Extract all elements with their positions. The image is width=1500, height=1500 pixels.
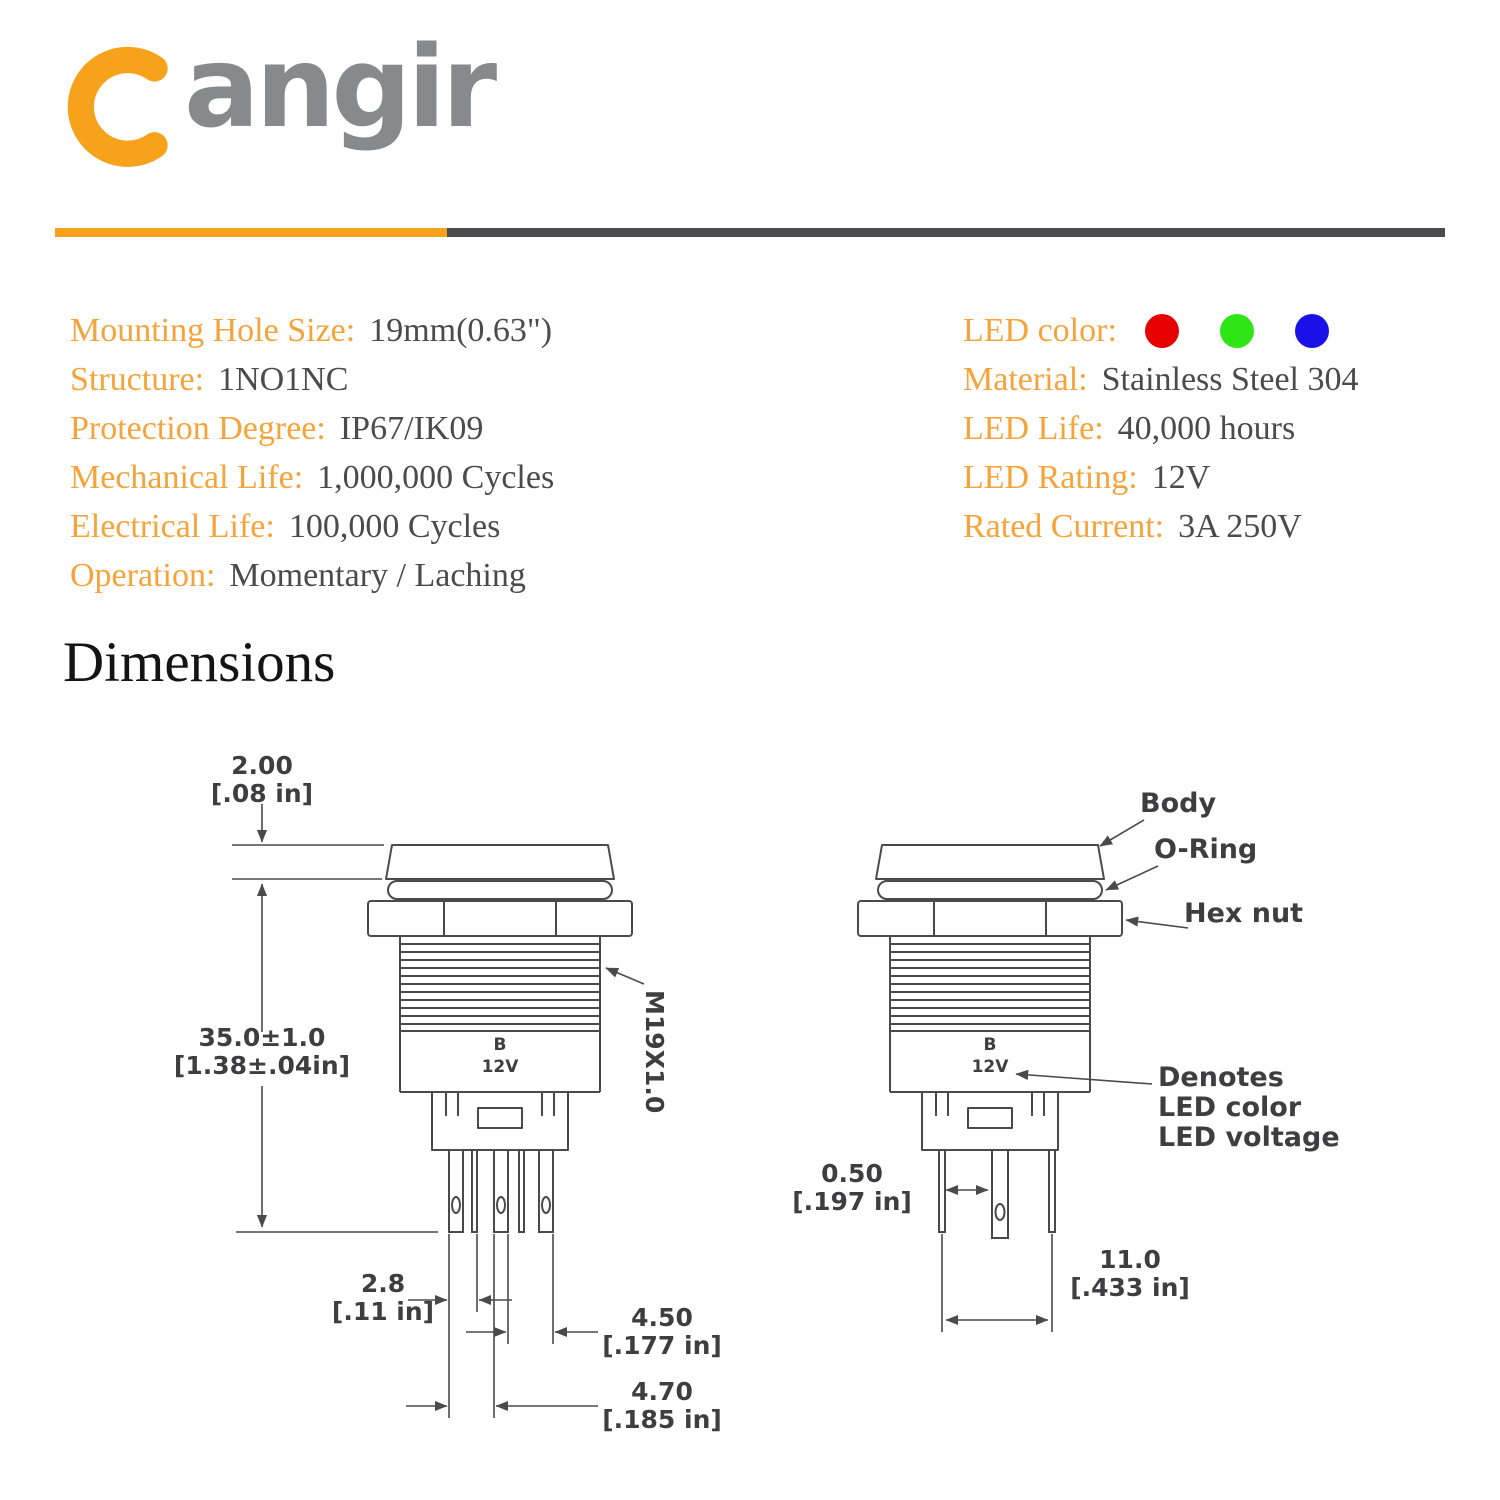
switch-drawing-left: 2.00 [.08 in] 35.0±1.0 [1.38±.04in] M19X…	[174, 751, 722, 1434]
callout-body-label: Body	[1140, 788, 1216, 819]
spec-value: 40,000 hours	[1117, 409, 1296, 447]
divider-bar	[55, 228, 1445, 237]
dim-body-height-inches: [1.38±.04in]	[174, 1051, 350, 1080]
dim-pin-spacing2-value: 4.70	[631, 1377, 693, 1406]
spec-label: Material:	[963, 360, 1088, 398]
callout-denotes-line3: LED voltage	[1158, 1122, 1340, 1153]
spec-value: IP67/IK09	[339, 409, 484, 447]
led-green-dot	[1219, 313, 1254, 348]
spec-row-led-rating: LED Rating: 12V	[963, 453, 1359, 502]
divider-gray-segment	[447, 228, 1445, 237]
spec-label: LED Life:	[963, 409, 1104, 447]
spec-value: Stainless Steel 304	[1101, 360, 1359, 398]
callout-leaders-right	[941, 819, 1189, 1332]
switch-right-pins	[938, 1149, 1056, 1239]
spec-label: Rated Current:	[963, 507, 1165, 545]
led-color-swatches	[1144, 313, 1329, 348]
dim-pin-offset-value: 0.50	[821, 1159, 883, 1188]
divider-orange-segment	[55, 228, 447, 237]
spec-column-left: Mounting Hole Size: 19mm(0.63") Structur…	[70, 306, 554, 600]
dim-pin-spacing1-value: 4.50	[631, 1303, 693, 1332]
switch-left-pins	[448, 1149, 554, 1233]
logo-crescent-icon	[67, 46, 168, 167]
spec-row-protection-degree: Protection Degree: IP67/IK09	[70, 404, 554, 453]
spec-value: 3A 250V	[1178, 507, 1302, 545]
logo-text: angir	[184, 23, 497, 153]
led-marking-voltage-right: 12V	[972, 1057, 1010, 1077]
dim-head-height-inches: [.08 in]	[211, 779, 313, 808]
spec-label: Electrical Life:	[70, 507, 275, 545]
dim-pin-gap-value: 2.8	[361, 1269, 405, 1298]
dim-pin-gap-inches: [.11 in]	[332, 1297, 434, 1326]
spec-row-operation: Operation: Momentary / Laching	[70, 551, 554, 600]
spec-label: Mechanical Life:	[70, 458, 304, 496]
spec-value: Momentary / Laching	[229, 556, 526, 594]
spec-column-right: LED color: Material: Stainless Steel 304…	[963, 306, 1359, 551]
spec-value: 100,000 Cycles	[288, 507, 501, 545]
callout-hexnut-label: Hex nut	[1184, 898, 1303, 929]
spec-label: Operation:	[70, 556, 216, 594]
dim-pin-span-value: 11.0	[1099, 1245, 1161, 1274]
spec-label: Protection Degree:	[70, 409, 326, 447]
thread-spec-label: M19X1.0	[640, 990, 669, 1113]
spec-row-material: Material: Stainless Steel 304	[963, 355, 1359, 404]
dim-pin-spacing2-inches: [.185 in]	[602, 1405, 722, 1434]
dim-pin-spacing1-inches: [.177 in]	[602, 1331, 722, 1360]
switch-drawing-right: B 12V Body O-Ring Hex nut Denotes LED co…	[792, 788, 1340, 1332]
spec-row-led-life: LED Life: 40,000 hours	[963, 404, 1359, 453]
led-marking-letter-left: B	[494, 1035, 507, 1055]
dimensions-heading: Dimensions	[63, 631, 336, 694]
spec-label: Structure:	[70, 360, 205, 398]
spec-value: 1NO1NC	[218, 360, 349, 398]
spec-value: 1,000,000 Cycles	[317, 458, 555, 496]
spec-row-structure: Structure: 1NO1NC	[70, 355, 554, 404]
spec-label: Mounting Hole Size:	[70, 311, 356, 349]
spec-row-mechanical-life: Mechanical Life: 1,000,000 Cycles	[70, 453, 554, 502]
spec-row-led-color: LED color:	[963, 306, 1359, 355]
spec-label: LED Rating:	[963, 458, 1138, 496]
spec-value: 19mm(0.63")	[369, 311, 553, 349]
led-blue-dot	[1294, 313, 1329, 348]
led-marking-voltage-left: 12V	[482, 1057, 520, 1077]
callout-oring-label: O-Ring	[1154, 834, 1257, 865]
dimension-lines-left	[232, 804, 645, 1418]
dim-pin-span-inches: [.433 in]	[1070, 1273, 1190, 1302]
spec-label: LED color:	[963, 311, 1117, 349]
led-red-dot	[1144, 313, 1179, 348]
led-marking-letter-right: B	[984, 1035, 997, 1055]
spec-row-rated-current: Rated Current: 3A 250V	[963, 502, 1359, 551]
spec-value: 12V	[1151, 458, 1211, 496]
dimensions-diagram: 2.00 [.08 in] 35.0±1.0 [1.38±.04in] M19X…	[174, 751, 1340, 1434]
dim-body-height-value: 35.0±1.0	[199, 1023, 326, 1052]
brand-logo: angir	[58, 23, 497, 180]
spec-row-mounting-hole: Mounting Hole Size: 19mm(0.63")	[70, 306, 554, 355]
dim-head-height-value: 2.00	[231, 751, 293, 780]
callout-denotes-line2: LED color	[1158, 1092, 1302, 1123]
dim-pin-offset-inches: [.197 in]	[792, 1187, 912, 1216]
callout-denotes-line1: Denotes	[1158, 1062, 1284, 1093]
spec-row-electrical-life: Electrical Life: 100,000 Cycles	[70, 502, 554, 551]
